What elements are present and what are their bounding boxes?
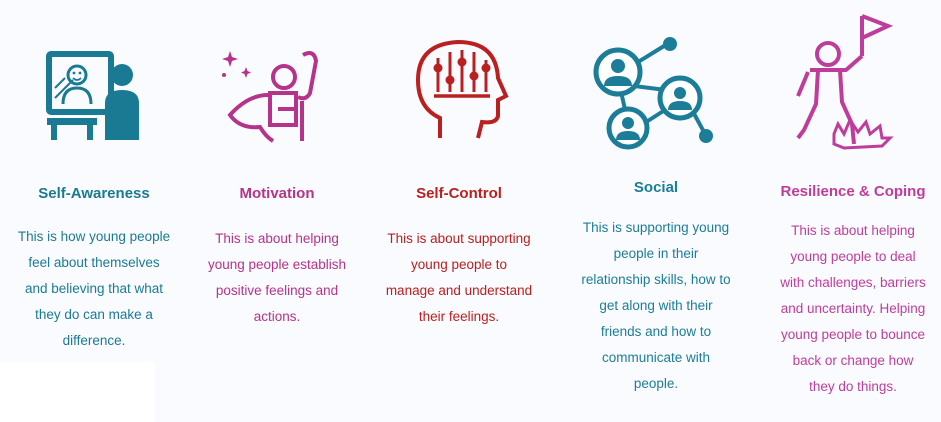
description-line: young people to bounce	[780, 327, 926, 342]
head-with-control-sliders-icon	[415, 39, 509, 139]
column-title: Self-Control	[416, 185, 502, 202]
description-line: people.	[633, 376, 679, 391]
description-line: young people to deal	[790, 249, 916, 264]
description-line: actions.	[253, 309, 301, 324]
person-looking-in-mirror-icon	[46, 51, 139, 140]
column-title: Resilience & Coping	[780, 183, 926, 200]
description-line: This is how young people	[17, 229, 171, 244]
description-line: This is about supporting	[387, 231, 531, 246]
column-description: This is about supporting young people to…	[372, 226, 547, 330]
description-line: This is about helping	[791, 223, 915, 238]
description-line: difference.	[62, 333, 126, 348]
connected-people-network-icon	[593, 37, 713, 150]
description-line: manage and understand	[385, 283, 533, 298]
column-description: This is about helping young people estab…	[190, 226, 365, 330]
column-description: This is supporting young people in their…	[564, 215, 749, 397]
description-line: and believing that what	[24, 281, 164, 296]
description-line: positive feelings and	[215, 283, 339, 298]
column-title: Self-Awareness	[38, 185, 150, 202]
description-line: they do can make a	[35, 307, 153, 322]
description-line: their feelings.	[418, 309, 500, 324]
column-title: Social	[633, 179, 679, 196]
description-line: feel about themselves	[28, 255, 160, 270]
person-climbing-with-flag-icon	[796, 14, 894, 150]
description-line: This is about helping	[215, 231, 339, 246]
description-line: and uncertainty. Helping	[780, 301, 926, 316]
superhero-flying-icon	[222, 51, 319, 143]
background-patch	[0, 362, 155, 422]
column-description: This is how young people feel about them…	[7, 224, 182, 354]
description-line: This is supporting young	[582, 220, 730, 235]
description-line: get along with their	[599, 298, 713, 313]
column-description: This is about helping young people to de…	[758, 218, 941, 400]
description-line: people in their	[613, 246, 699, 261]
description-line: relationship skills, how to	[581, 272, 731, 287]
description-line: communicate with	[601, 350, 711, 365]
description-line: they do things.	[809, 379, 897, 394]
description-line: young people to	[410, 257, 508, 272]
description-line: with challenges, barriers	[780, 275, 926, 290]
description-line: back or change how	[792, 353, 914, 368]
column-title: Motivation	[239, 185, 315, 202]
description-line: friends and how to	[600, 324, 712, 339]
description-line: young people establish	[207, 257, 347, 272]
